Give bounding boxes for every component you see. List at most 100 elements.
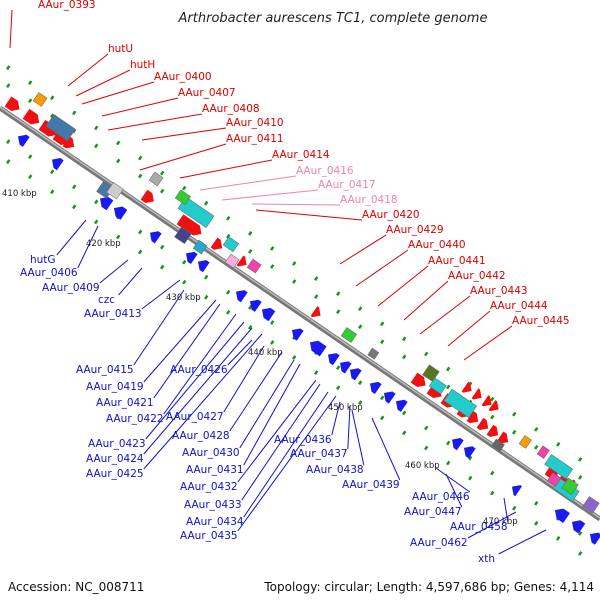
- reverse-gene-label[interactable]: AAur_0426: [170, 364, 228, 376]
- reverse-gene-label[interactable]: AAur_0431: [186, 464, 244, 476]
- label-leader-line: [447, 310, 491, 347]
- forward-gene-arrow: [22, 108, 40, 125]
- tick-mark: [182, 185, 187, 191]
- reverse-gene-arrow: [590, 532, 600, 545]
- feature-box: [536, 445, 550, 459]
- reverse-gene-label[interactable]: AAur_0438: [306, 464, 364, 476]
- label-leader-line: [347, 405, 351, 450]
- feature-box: [544, 454, 574, 480]
- label-leader-line: [179, 159, 273, 179]
- forward-gene-label[interactable]: AAur_0441: [428, 255, 486, 267]
- feature-box: [443, 388, 478, 418]
- reverse-gene-label[interactable]: AAur_0458: [450, 521, 508, 533]
- label-leader-line: [255, 209, 363, 221]
- kbp-tick-label: 470 kbp: [483, 517, 518, 527]
- tick-mark: [380, 321, 385, 327]
- reverse-gene-label[interactable]: AAur_0432: [180, 481, 238, 493]
- reverse-gene-arrow: [236, 290, 248, 303]
- reverse-gene-label[interactable]: AAur_0433: [184, 499, 242, 511]
- tick-mark: [226, 309, 231, 315]
- label-leader-line: [355, 249, 409, 287]
- reverse-gene-label[interactable]: AAur_0447: [404, 506, 462, 518]
- feature-box: [148, 171, 164, 187]
- tick-mark: [160, 188, 165, 194]
- label-leader-line: [199, 175, 297, 191]
- tick-mark: [6, 65, 11, 70]
- reverse-gene-label[interactable]: AAur_0409: [42, 282, 100, 294]
- reverse-gene-label[interactable]: AAur_0428: [172, 430, 230, 442]
- tick-mark: [6, 83, 11, 88]
- reverse-gene-label[interactable]: hutG: [30, 254, 56, 266]
- feature-box: [106, 182, 124, 200]
- tick-mark: [402, 354, 407, 360]
- forward-gene-label[interactable]: hutU: [108, 43, 133, 55]
- reverse-gene-label[interactable]: AAur_0462: [410, 537, 468, 549]
- tick-mark: [292, 279, 297, 284]
- forward-gene-label[interactable]: AAur_0429: [386, 224, 444, 236]
- forward-gene-label[interactable]: AAur_0393: [38, 0, 96, 11]
- forward-gene-label[interactable]: AAur_0440: [408, 239, 466, 251]
- reverse-gene-label[interactable]: AAur_0419: [86, 381, 144, 393]
- tick-mark: [270, 246, 275, 251]
- tick-mark: [512, 429, 517, 435]
- forward-gene-label[interactable]: AAur_0417: [318, 179, 376, 191]
- label-leader-line: [9, 9, 13, 49]
- tick-mark: [578, 475, 583, 480]
- label-leader-line: [56, 219, 87, 256]
- forward-gene-label[interactable]: AAur_0443: [470, 285, 528, 297]
- forward-gene-label[interactable]: AAur_0418: [340, 194, 398, 206]
- forward-gene-arrow: [486, 424, 499, 437]
- reverse-gene-label[interactable]: AAur_0427: [166, 411, 224, 423]
- tick-mark: [512, 505, 517, 511]
- forward-gene-label[interactable]: AAur_0400: [154, 71, 212, 83]
- reverse-gene-label[interactable]: xth: [478, 553, 495, 565]
- genome-summary-text: Topology: circular; Length: 4,597,686 bp…: [264, 580, 594, 594]
- reverse-gene-label[interactable]: AAur_0424: [86, 453, 144, 465]
- tick-mark: [248, 325, 253, 330]
- forward-gene-label[interactable]: AAur_0445: [512, 315, 570, 327]
- forward-gene-label[interactable]: AAur_0442: [448, 270, 506, 282]
- forward-gene-arrow: [496, 431, 509, 444]
- tick-mark: [336, 365, 341, 371]
- reverse-gene-label[interactable]: AAur_0435: [180, 530, 238, 542]
- reverse-gene-label[interactable]: AAur_0406: [20, 267, 78, 279]
- reverse-gene-label[interactable]: AAur_0413: [84, 308, 142, 320]
- tick-mark: [556, 442, 561, 447]
- tick-mark: [446, 460, 451, 466]
- tick-mark: [138, 155, 143, 161]
- reverse-gene-label[interactable]: AAur_0439: [342, 479, 400, 491]
- label-leader-line: [239, 359, 295, 449]
- reverse-gene-label[interactable]: AAur_0421: [96, 397, 154, 409]
- forward-gene-label[interactable]: AAur_0420: [362, 209, 420, 221]
- forward-gene-label[interactable]: hutH: [130, 59, 155, 71]
- forward-gene-label[interactable]: AAur_0407: [178, 87, 236, 99]
- forward-gene-arrow: [140, 189, 154, 203]
- reverse-gene-label[interactable]: AAur_0430: [182, 447, 240, 459]
- reverse-gene-label[interactable]: AAur_0425: [86, 468, 144, 480]
- reverse-gene-label[interactable]: AAur_0446: [412, 491, 470, 503]
- reverse-gene-label[interactable]: AAur_0422: [106, 413, 164, 425]
- tick-mark: [50, 189, 55, 195]
- forward-gene-label[interactable]: AAur_0408: [202, 103, 260, 115]
- forward-gene-label[interactable]: AAur_0410: [226, 117, 284, 129]
- reverse-gene-label[interactable]: AAur_0434: [186, 516, 244, 528]
- forward-gene-label[interactable]: AAur_0444: [490, 300, 548, 312]
- reverse-gene-arrow: [150, 231, 162, 244]
- label-leader-line: [237, 395, 337, 532]
- label-leader-line: [141, 127, 227, 141]
- label-leader-line: [467, 511, 517, 539]
- reverse-gene-label[interactable]: AAur_0423: [88, 438, 146, 450]
- forward-gene-arrow: [210, 237, 223, 250]
- reverse-gene-label[interactable]: czc: [98, 294, 115, 306]
- reverse-gene-label[interactable]: AAur_0437: [290, 448, 348, 460]
- forward-gene-label[interactable]: AAur_0416: [296, 165, 354, 177]
- reverse-gene-label[interactable]: AAur_0436: [274, 434, 332, 446]
- forward-gene-label[interactable]: AAur_0411: [226, 133, 284, 145]
- tick-mark: [94, 199, 99, 205]
- reverse-gene-label[interactable]: AAur_0415: [76, 364, 134, 376]
- forward-gene-label[interactable]: AAur_0414: [272, 149, 330, 161]
- label-leader-line: [99, 259, 129, 284]
- reverse-gene-arrow: [186, 251, 198, 265]
- tick-mark: [358, 400, 363, 406]
